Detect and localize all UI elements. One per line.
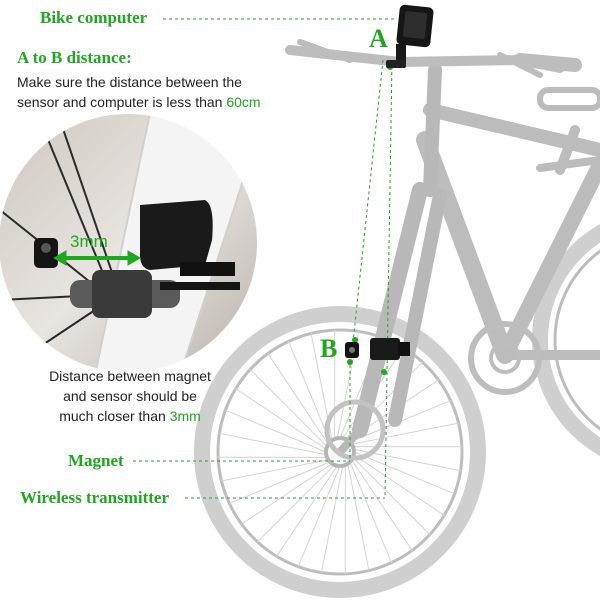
front-wheel-spoke	[352, 456, 431, 536]
magnet-text-line-3: much closer than 3mm	[30, 406, 230, 426]
magnet-text-prefix: much closer than	[59, 408, 166, 424]
front-wheel-spoke	[224, 409, 327, 453]
front-wheel-spoke	[353, 451, 456, 495]
gap-arrow	[53, 250, 141, 266]
rear-wheel	[532, 223, 600, 457]
bike-computer-label: Bike computer	[40, 8, 148, 27]
disc-brake	[324, 399, 386, 461]
front-wheel-spoke	[297, 465, 341, 568]
ab-distance-text-line-2: sensor and computer is less than 60cm	[17, 92, 261, 112]
bike-frame	[416, 87, 600, 364]
front-wheel-spoke	[276, 465, 338, 557]
front-wheel-spoke	[235, 388, 327, 450]
ab-distance-text-prefix: sensor and computer is less than	[17, 94, 223, 110]
front-wheel-spoke	[353, 454, 445, 516]
ab-distance-text-line-1: Make sure the distance between the	[17, 74, 242, 90]
chainring	[468, 321, 542, 395]
front-wheel-spoke	[349, 461, 392, 564]
front-wheel-spoke	[351, 459, 413, 551]
magnet-text-line-2: and sensor should be	[63, 388, 197, 404]
front-wheel-spoke	[220, 459, 329, 482]
wireless-transmitter-label: Wireless transmitter	[20, 488, 170, 507]
front-wheel-spoke	[249, 368, 328, 448]
front-wheel-spoke	[288, 340, 331, 443]
point-a-label: A	[369, 24, 388, 53]
front-wheel-spoke	[228, 461, 331, 504]
magnet-text-line-1: Distance between magnet	[49, 368, 211, 384]
front-wheel-spoke	[256, 464, 336, 543]
magnet-label: Magnet	[68, 451, 124, 470]
front-wheel-spoke	[347, 463, 370, 572]
front-wheel	[194, 306, 486, 598]
front-wheel-spoke	[241, 463, 333, 525]
magnet-distance-value: 3mm	[169, 408, 201, 424]
gap-value-label: 3mm	[70, 232, 108, 251]
front-wheel-spoke	[320, 465, 344, 574]
front-wheel-spoke	[351, 422, 460, 445]
ab-distance-title: A to B distance:	[17, 48, 132, 67]
front-wheel-spoke	[267, 353, 329, 445]
handlebar	[285, 39, 582, 78]
front-wheel-spoke	[218, 432, 327, 456]
point-b-label: B	[320, 334, 338, 363]
ab-distance-value: 60cm	[226, 94, 261, 110]
fork	[336, 63, 447, 456]
